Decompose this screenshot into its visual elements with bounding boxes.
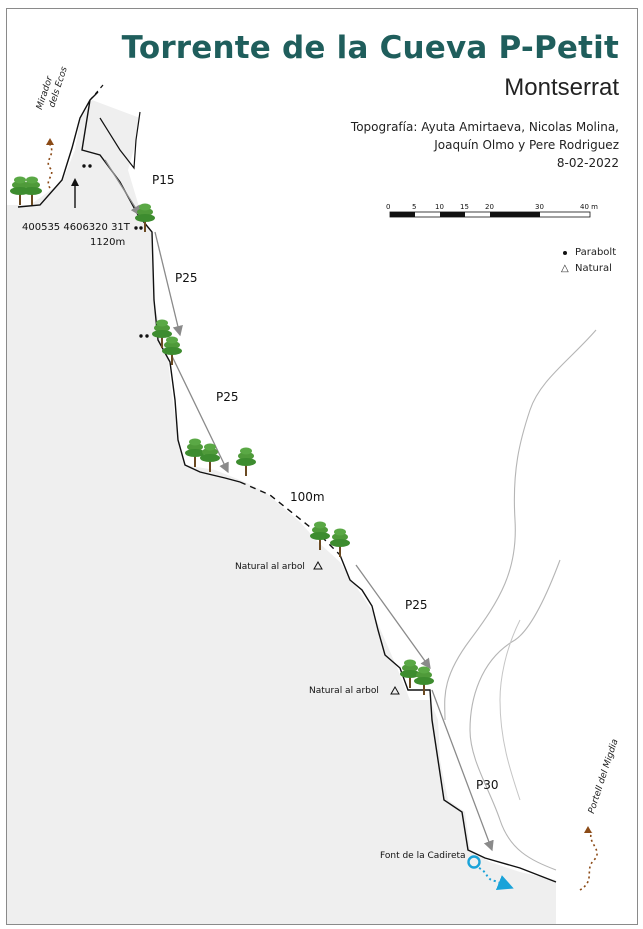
topo-date: 8-02-2022	[556, 156, 619, 170]
page-subtitle: Montserrat	[504, 74, 619, 101]
scale-tick: 15	[460, 203, 469, 211]
natural-anchor-label-2: Natural al arbol	[309, 686, 379, 696]
authors-line-1: Topografía: Ayuta Amirtaeva, Nicolas Mol…	[350, 120, 619, 134]
rappel-p25-arrow-2	[169, 351, 229, 474]
spring-icon	[467, 855, 514, 890]
rock-mass	[7, 100, 556, 924]
rappel-p30-arrow	[431, 689, 494, 852]
upper-dashed	[89, 84, 104, 101]
rappel-p25-label-3: P25	[405, 598, 428, 612]
parabolt-icon	[82, 164, 92, 168]
tree-icon	[185, 438, 205, 467]
ridge-line-1	[444, 329, 597, 721]
scale-tick: 10	[435, 203, 444, 211]
approach-trail	[47, 144, 53, 189]
altitude-label: 1120m	[90, 237, 126, 248]
scale-tick: 20	[485, 203, 494, 211]
legend-natural: △ Natural	[557, 263, 616, 279]
ridge-line-2	[469, 559, 561, 871]
coordinates-label: 400535 4606320 31T	[22, 222, 130, 233]
natural-anchor-icon	[313, 560, 323, 570]
tree-icon	[330, 528, 350, 557]
up-arrow-icon	[71, 178, 79, 208]
canyon-profile-lower	[339, 554, 557, 883]
scale-tick: 40 m	[580, 203, 598, 211]
legend-parabolt: Parabolt	[557, 247, 616, 263]
tree-icon	[236, 447, 256, 476]
trail-arrow-icon	[584, 826, 592, 833]
natural-anchor-label-1: Natural al arbol	[235, 562, 305, 572]
tree-icon	[414, 666, 434, 695]
trail-arrow-icon	[46, 138, 54, 145]
upper-wall	[99, 111, 141, 170]
authors-block: Topografía: Ayuta Amirtaeva, Nicolas Mol…	[351, 118, 619, 172]
scale-tick: 0	[386, 203, 391, 211]
natural-anchor-icon	[390, 685, 400, 695]
legend: Parabolt △ Natural	[557, 247, 616, 279]
walk-distance-label: 100m	[290, 490, 325, 504]
rappel-p15-label: P15	[152, 173, 175, 187]
natural-anchor-icon: △	[561, 263, 569, 274]
rappel-p25-arrow-1	[154, 231, 183, 337]
parabolt-icon	[134, 226, 143, 230]
ridge-line-3	[499, 619, 521, 801]
rappel-p25-label-2: P25	[216, 390, 239, 404]
authors-line-2: Joaquín Olmo y Pere Rodriguez	[434, 138, 619, 152]
scale-tick: 30	[535, 203, 544, 211]
rappel-p25-label-1: P25	[175, 271, 198, 285]
page-title: Torrente de la Cueva P-Petit	[121, 30, 619, 66]
spring-label: Font de la Cadireta	[380, 851, 466, 861]
parabolt-icon	[563, 251, 567, 255]
legend-natural-label: Natural	[575, 263, 612, 274]
scale-tick: 5	[412, 203, 417, 211]
legend-parabolt-label: Parabolt	[575, 247, 617, 258]
parabolt-icon	[139, 334, 149, 338]
rappel-p30-label: P30	[476, 778, 499, 792]
rappel-p15-arrow	[104, 159, 141, 217]
scale-bar	[389, 211, 591, 218]
exit-trail	[579, 831, 598, 891]
rappel-p25-arrow-3	[355, 564, 431, 670]
